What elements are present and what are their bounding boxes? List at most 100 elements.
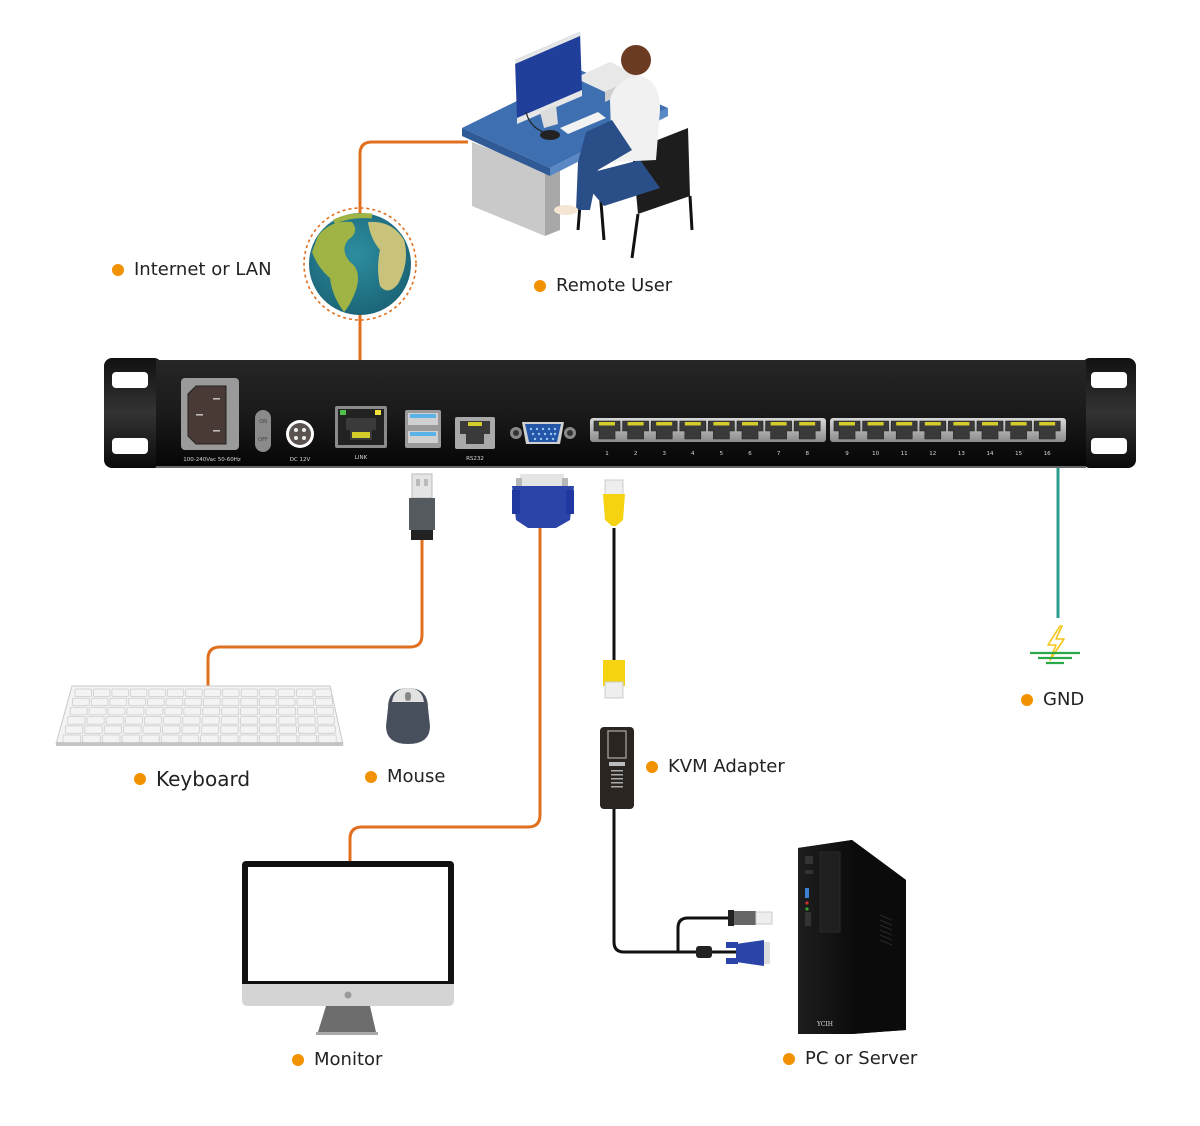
usb-plug xyxy=(409,473,435,540)
globe-icon xyxy=(303,207,417,321)
rj45-port-5[interactable]: 5 xyxy=(708,420,735,457)
keyboard-key xyxy=(129,688,148,697)
rj45-port-9[interactable]: 9 xyxy=(833,420,861,457)
keyboard-key xyxy=(298,734,317,743)
rj45-port-14[interactable]: 14 xyxy=(976,420,1004,457)
keyboard-key xyxy=(278,725,297,734)
keyboard-key xyxy=(111,688,129,697)
keyboard-key xyxy=(86,716,105,725)
bullet-dot-icon xyxy=(292,1053,304,1066)
port-number-label: 8 xyxy=(805,451,809,457)
port-number-label: 11 xyxy=(901,451,908,457)
label-internet: Internet or LAN xyxy=(112,259,272,280)
keyboard-key xyxy=(72,697,90,707)
switch-on-label: ON xyxy=(259,419,267,425)
rj45-port-8[interactable]: 8 xyxy=(793,420,821,457)
lan-link-port[interactable]: LINK xyxy=(335,406,387,461)
vga-port[interactable] xyxy=(510,422,576,444)
keyboard-key xyxy=(222,688,240,697)
vga-plug xyxy=(512,474,574,528)
rack-ear-left xyxy=(104,358,162,468)
keyboard-key xyxy=(82,734,101,743)
keyboard-key xyxy=(181,725,200,734)
bullet-dot-icon xyxy=(365,770,377,783)
keyboard-key xyxy=(203,688,222,697)
usb-ports[interactable] xyxy=(405,410,441,448)
keyboard-key xyxy=(239,734,258,743)
rj45-port-6[interactable]: 6 xyxy=(736,420,764,457)
label-pc-server-text: PC or Server xyxy=(805,1048,918,1069)
power-label: 100-240Vac 50-60Hz xyxy=(183,457,241,463)
dc-power-port[interactable]: DC 12V xyxy=(286,420,314,463)
keyboard-key xyxy=(74,688,92,697)
keyboard-key xyxy=(315,697,333,707)
rs232-port[interactable]: RS232 xyxy=(455,417,495,462)
keyboard-key xyxy=(166,688,185,697)
pc-brand-label: YCIH xyxy=(816,1021,833,1028)
keyboard-key xyxy=(65,725,84,734)
monitor-icon xyxy=(242,861,454,1035)
rj45-port-1[interactable]: 1 xyxy=(593,420,621,457)
keyboard-key xyxy=(200,734,219,743)
adapter-vga-plug xyxy=(696,940,770,966)
keyboard-key xyxy=(128,697,146,707)
bullet-dot-icon xyxy=(534,279,546,292)
rj45-port-16[interactable]: 16 xyxy=(1033,420,1061,457)
keyboard-key xyxy=(220,716,239,725)
rj45-port-15[interactable]: 15 xyxy=(1005,420,1032,457)
rj45-port-3[interactable]: 3 xyxy=(650,420,678,457)
dc-label: DC 12V xyxy=(290,457,311,463)
keyboard-key xyxy=(259,688,277,697)
keyboard-key xyxy=(165,697,184,707)
keyboard-key xyxy=(200,725,220,734)
keyboard-key xyxy=(141,734,160,743)
keyboard-key xyxy=(88,707,107,716)
rj45-port-12[interactable]: 12 xyxy=(919,420,947,457)
port-number-label: 4 xyxy=(691,451,695,457)
port-number-label: 3 xyxy=(662,451,666,457)
keyboard-key xyxy=(221,707,240,716)
label-remote-user: Remote User xyxy=(534,275,672,296)
port-number-label: 6 xyxy=(748,451,752,457)
link-label: LINK xyxy=(355,455,368,461)
desk-leg xyxy=(472,142,545,236)
power-switch[interactable]: ON OFF xyxy=(255,410,271,452)
label-keyboard-text: Keyboard xyxy=(156,767,251,791)
link-led-yellow xyxy=(375,410,381,415)
keyboard-key xyxy=(123,725,142,734)
keyboard-key xyxy=(240,697,258,707)
keyboard-key xyxy=(278,716,297,725)
rj45-port-4[interactable]: 4 xyxy=(679,420,707,457)
keyboard-key xyxy=(221,697,240,707)
keyboard-key xyxy=(121,734,141,743)
keyboard-key xyxy=(259,734,278,743)
rj45-port-13[interactable]: 13 xyxy=(948,420,975,457)
rj45-plug-bottom xyxy=(603,660,625,699)
rj45-port-10[interactable]: 10 xyxy=(862,420,889,457)
lightning-bolt-icon xyxy=(1047,625,1065,661)
label-mouse-text: Mouse xyxy=(387,766,446,787)
rj45-port-2[interactable]: 2 xyxy=(622,420,649,457)
rs232-label: RS232 xyxy=(466,456,484,462)
keyboard-key xyxy=(202,707,221,716)
keyboard-key xyxy=(259,697,277,707)
keyboard-key xyxy=(146,697,165,707)
kvm-device-on-desk xyxy=(575,62,640,92)
keyboard-key xyxy=(105,716,124,725)
keyboard-key xyxy=(144,716,163,725)
port-number-label: 5 xyxy=(720,451,724,457)
remote-keyboard xyxy=(560,112,606,134)
ground-icon xyxy=(1030,625,1080,665)
label-keyboard: Keyboard xyxy=(134,767,250,791)
port-number-label: 15 xyxy=(1015,451,1022,457)
port-number-label: 1 xyxy=(605,451,609,457)
port-number-label: 16 xyxy=(1044,451,1051,457)
label-kvm-adapter: KVM Adapter xyxy=(646,756,785,777)
label-monitor-text: Monitor xyxy=(314,1049,383,1070)
keyboard-key xyxy=(259,716,278,725)
keyboard-key xyxy=(296,688,314,697)
rj45-port-11[interactable]: 11 xyxy=(890,420,918,457)
rj45-port-7[interactable]: 7 xyxy=(765,420,792,457)
keyboard-key xyxy=(62,734,82,743)
